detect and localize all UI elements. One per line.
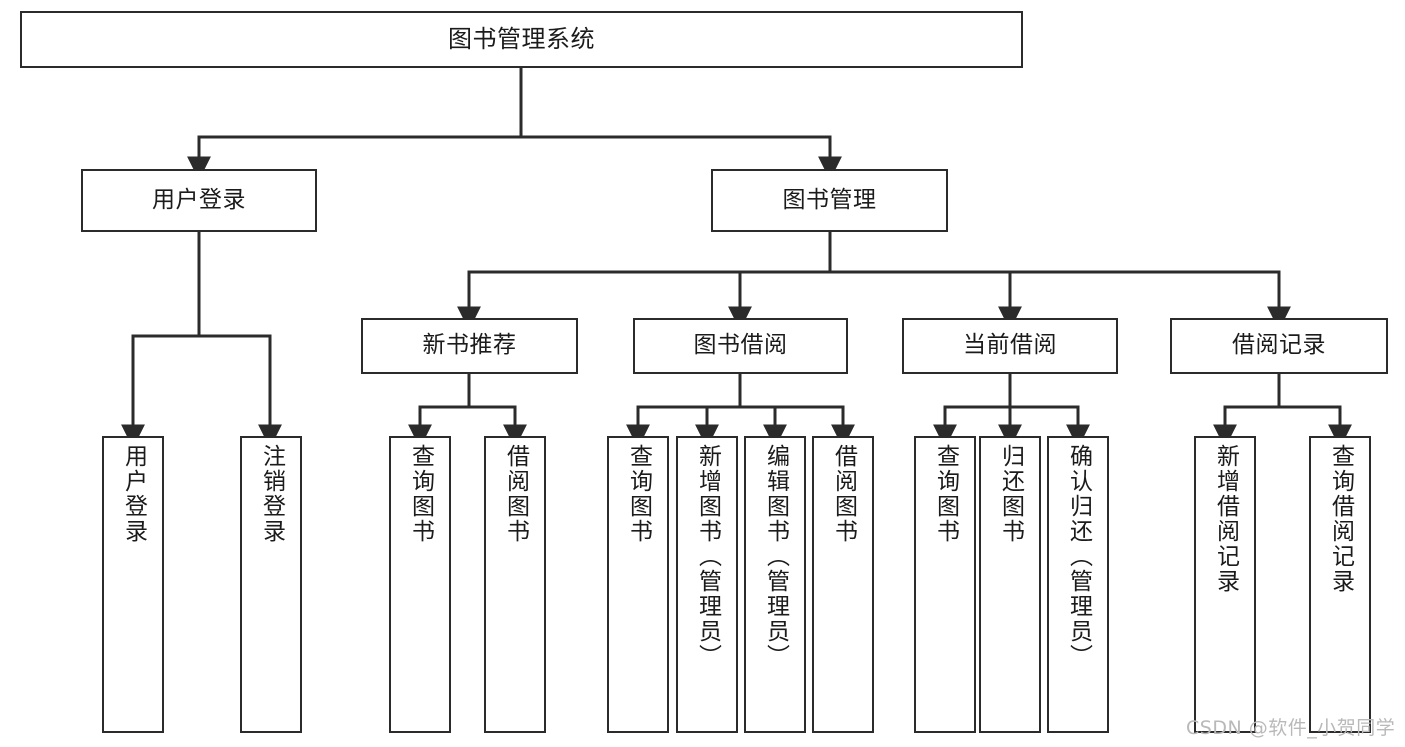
node-current-borrow-label: 当前借阅 — [963, 332, 1057, 359]
node-leaf-book-borrow-1-label: 查询图书 — [625, 444, 652, 544]
node-leaf-current-borrow-1[interactable]: 查询图书 — [914, 436, 976, 733]
node-leaf-new-book-1-label: 查询图书 — [407, 444, 434, 544]
node-leaf-user-login-2-label: 注销登录 — [258, 444, 285, 544]
node-borrow-record[interactable]: 借阅记录 — [1170, 318, 1388, 374]
node-borrow-record-label: 借阅记录 — [1232, 332, 1326, 359]
node-leaf-borrow-record-2[interactable]: 查询借阅记录 — [1309, 436, 1371, 733]
node-leaf-current-borrow-2[interactable]: 归还图书 — [979, 436, 1041, 733]
node-new-book[interactable]: 新书推荐 — [361, 318, 578, 374]
node-leaf-borrow-record-1-label: 新增借阅记录 — [1212, 444, 1239, 594]
node-leaf-user-login-2[interactable]: 注销登录 — [240, 436, 302, 733]
node-leaf-borrow-record-1[interactable]: 新增借阅记录 — [1194, 436, 1256, 733]
node-book-manage-label: 图书管理 — [782, 186, 877, 213]
node-root[interactable]: 图书管理系统 — [20, 11, 1023, 68]
node-new-book-label: 新书推荐 — [422, 332, 517, 359]
node-user-login[interactable]: 用户登录 — [81, 169, 317, 232]
node-book-borrow-label: 图书借阅 — [693, 332, 788, 359]
node-leaf-book-borrow-4[interactable]: 借阅图书 — [812, 436, 874, 733]
node-leaf-user-login-1-label: 用户登录 — [120, 444, 147, 544]
node-leaf-current-borrow-3-label: 确认归还（管理员） — [1065, 444, 1092, 669]
node-leaf-book-borrow-3[interactable]: 编辑图书（管理员） — [744, 436, 806, 733]
node-leaf-current-borrow-2-label: 归还图书 — [997, 444, 1024, 544]
node-leaf-borrow-record-2-label: 查询借阅记录 — [1327, 444, 1354, 594]
node-leaf-book-borrow-2[interactable]: 新增图书（管理员） — [676, 436, 738, 733]
node-leaf-user-login-1[interactable]: 用户登录 — [102, 436, 164, 733]
node-leaf-book-borrow-2-label: 新增图书（管理员） — [694, 444, 721, 669]
node-leaf-book-borrow-1[interactable]: 查询图书 — [607, 436, 669, 733]
node-leaf-book-borrow-4-label: 借阅图书 — [830, 444, 857, 544]
node-leaf-new-book-1[interactable]: 查询图书 — [389, 436, 451, 733]
node-book-manage[interactable]: 图书管理 — [711, 169, 948, 232]
node-leaf-new-book-2[interactable]: 借阅图书 — [484, 436, 546, 733]
node-leaf-current-borrow-1-label: 查询图书 — [932, 444, 959, 544]
node-leaf-book-borrow-3-label: 编辑图书（管理员） — [762, 444, 789, 669]
node-root-label: 图书管理系统 — [448, 25, 595, 54]
node-user-login-label: 用户登录 — [152, 186, 246, 213]
node-leaf-current-borrow-3[interactable]: 确认归还（管理员） — [1047, 436, 1109, 733]
node-book-borrow[interactable]: 图书借阅 — [633, 318, 848, 374]
node-current-borrow[interactable]: 当前借阅 — [902, 318, 1118, 374]
node-leaf-new-book-2-label: 借阅图书 — [502, 444, 529, 544]
